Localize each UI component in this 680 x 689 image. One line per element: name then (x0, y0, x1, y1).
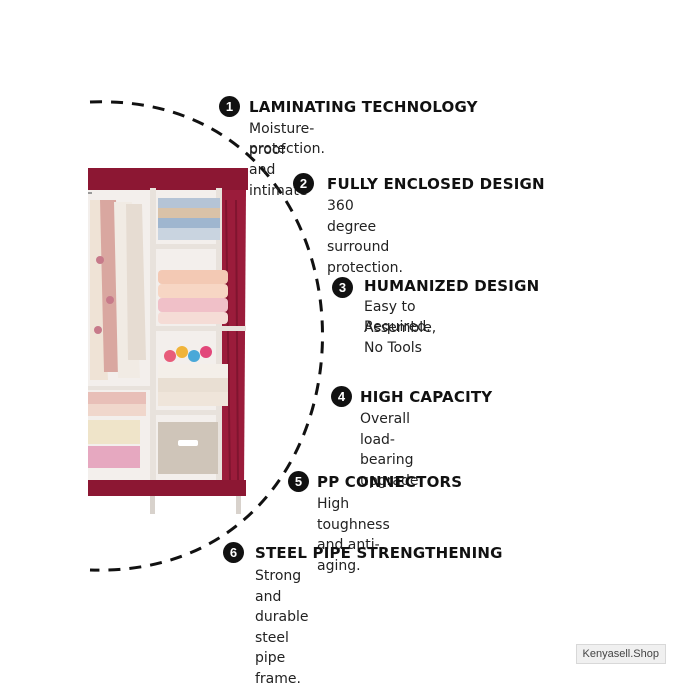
feature-description-line: Required. (364, 319, 431, 335)
number-badge: 1 (219, 96, 240, 117)
feature-description-line: Moisture-proof and intimate (249, 121, 315, 199)
feature-title: STEEL PIPE STRENGTHENING (255, 544, 503, 562)
watermark: Kenyasell.Shop (575, 644, 666, 664)
number-badge: 4 (331, 386, 352, 407)
feature-title: LAMINATING TECHNOLOGY (249, 98, 478, 116)
feature-description-line: 360 degree surround protection. (327, 198, 403, 276)
feature-description-line: Overall load-bearing upgrade. (360, 411, 423, 489)
number-badge: 5 (288, 471, 309, 492)
feature-title: HIGH CAPACITY (360, 388, 493, 406)
feature-title: FULLY ENCLOSED DESIGN (327, 175, 545, 193)
number-badge: 3 (332, 277, 353, 298)
number-badge: 6 (223, 542, 244, 563)
feature-description-line: Strong and durable steel pipe frame. (255, 568, 309, 687)
feature-title: HUMANIZED DESIGN (364, 277, 540, 295)
feature-description-line: protection. (249, 141, 325, 157)
wardrobe-illustration (88, 168, 248, 514)
feature-title: PP CONNECTORS (317, 473, 463, 491)
feature-description-line: High toughness and anti-aging. (317, 496, 390, 574)
feature-description-line: Easy to Assemble, No Tools (364, 299, 437, 356)
number-badge: 2 (293, 173, 314, 194)
